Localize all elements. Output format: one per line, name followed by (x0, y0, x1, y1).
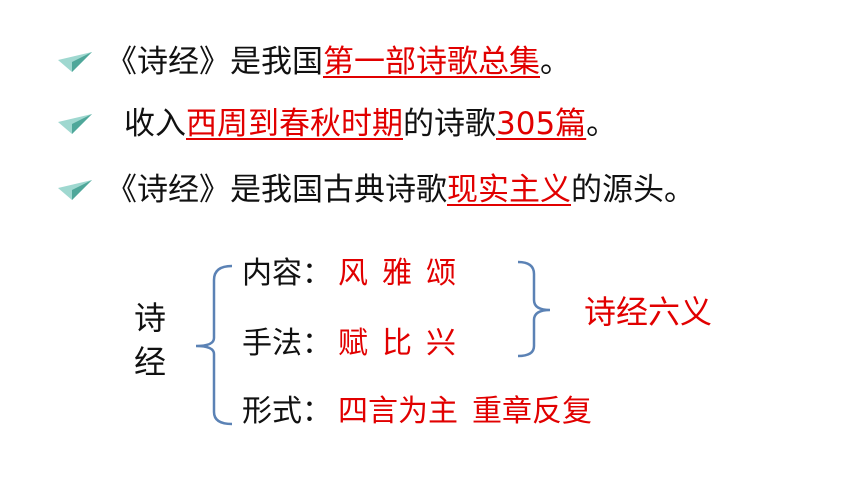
bullet-3: 《诗经》是我国古典诗歌现实主义的源头。 (0, 170, 860, 210)
paper-plane-icon (58, 114, 92, 134)
bullet-2-highlight: 西周到春秋时期 (186, 106, 403, 142)
category-form: 形式：四言为主重章反复 (242, 390, 606, 434)
bullet-2-highlight-count: 305篇 (496, 106, 587, 142)
category-values: 风雅颂 (338, 256, 456, 291)
right-brace (517, 260, 551, 358)
left-brace (195, 264, 233, 426)
six-meanings-label: 诗经六义 (584, 293, 713, 331)
category-name: 内容： (242, 256, 332, 291)
bullet-3-highlight: 现实主义 (447, 172, 571, 208)
category-name: 形式： (242, 394, 332, 429)
category-values: 赋比兴 (338, 326, 456, 361)
bullet-1-text: 《诗经》是我国第一部诗歌总集。 (106, 44, 571, 80)
paper-plane-icon (58, 180, 92, 200)
bullet-2: 收入西周到春秋时期的诗歌305篇。 (0, 104, 860, 144)
bullet-3-text: 《诗经》是我国古典诗歌现实主义的源头。 (106, 172, 695, 208)
bullet-1: 《诗经》是我国第一部诗歌总集。 (0, 42, 860, 82)
category-technique: 手法：赋比兴 (242, 322, 470, 366)
paper-plane-icon (58, 52, 92, 72)
bullet-2-text: 收入西周到春秋时期的诗歌305篇。 (124, 106, 618, 142)
tree-root-label: 诗 经 (133, 299, 166, 381)
category-values: 四言为主重章反复 (338, 394, 592, 429)
category-name: 手法： (242, 326, 332, 361)
category-content: 内容：风雅颂 (242, 252, 470, 296)
bullet-1-highlight: 第一部诗歌总集 (323, 44, 540, 80)
